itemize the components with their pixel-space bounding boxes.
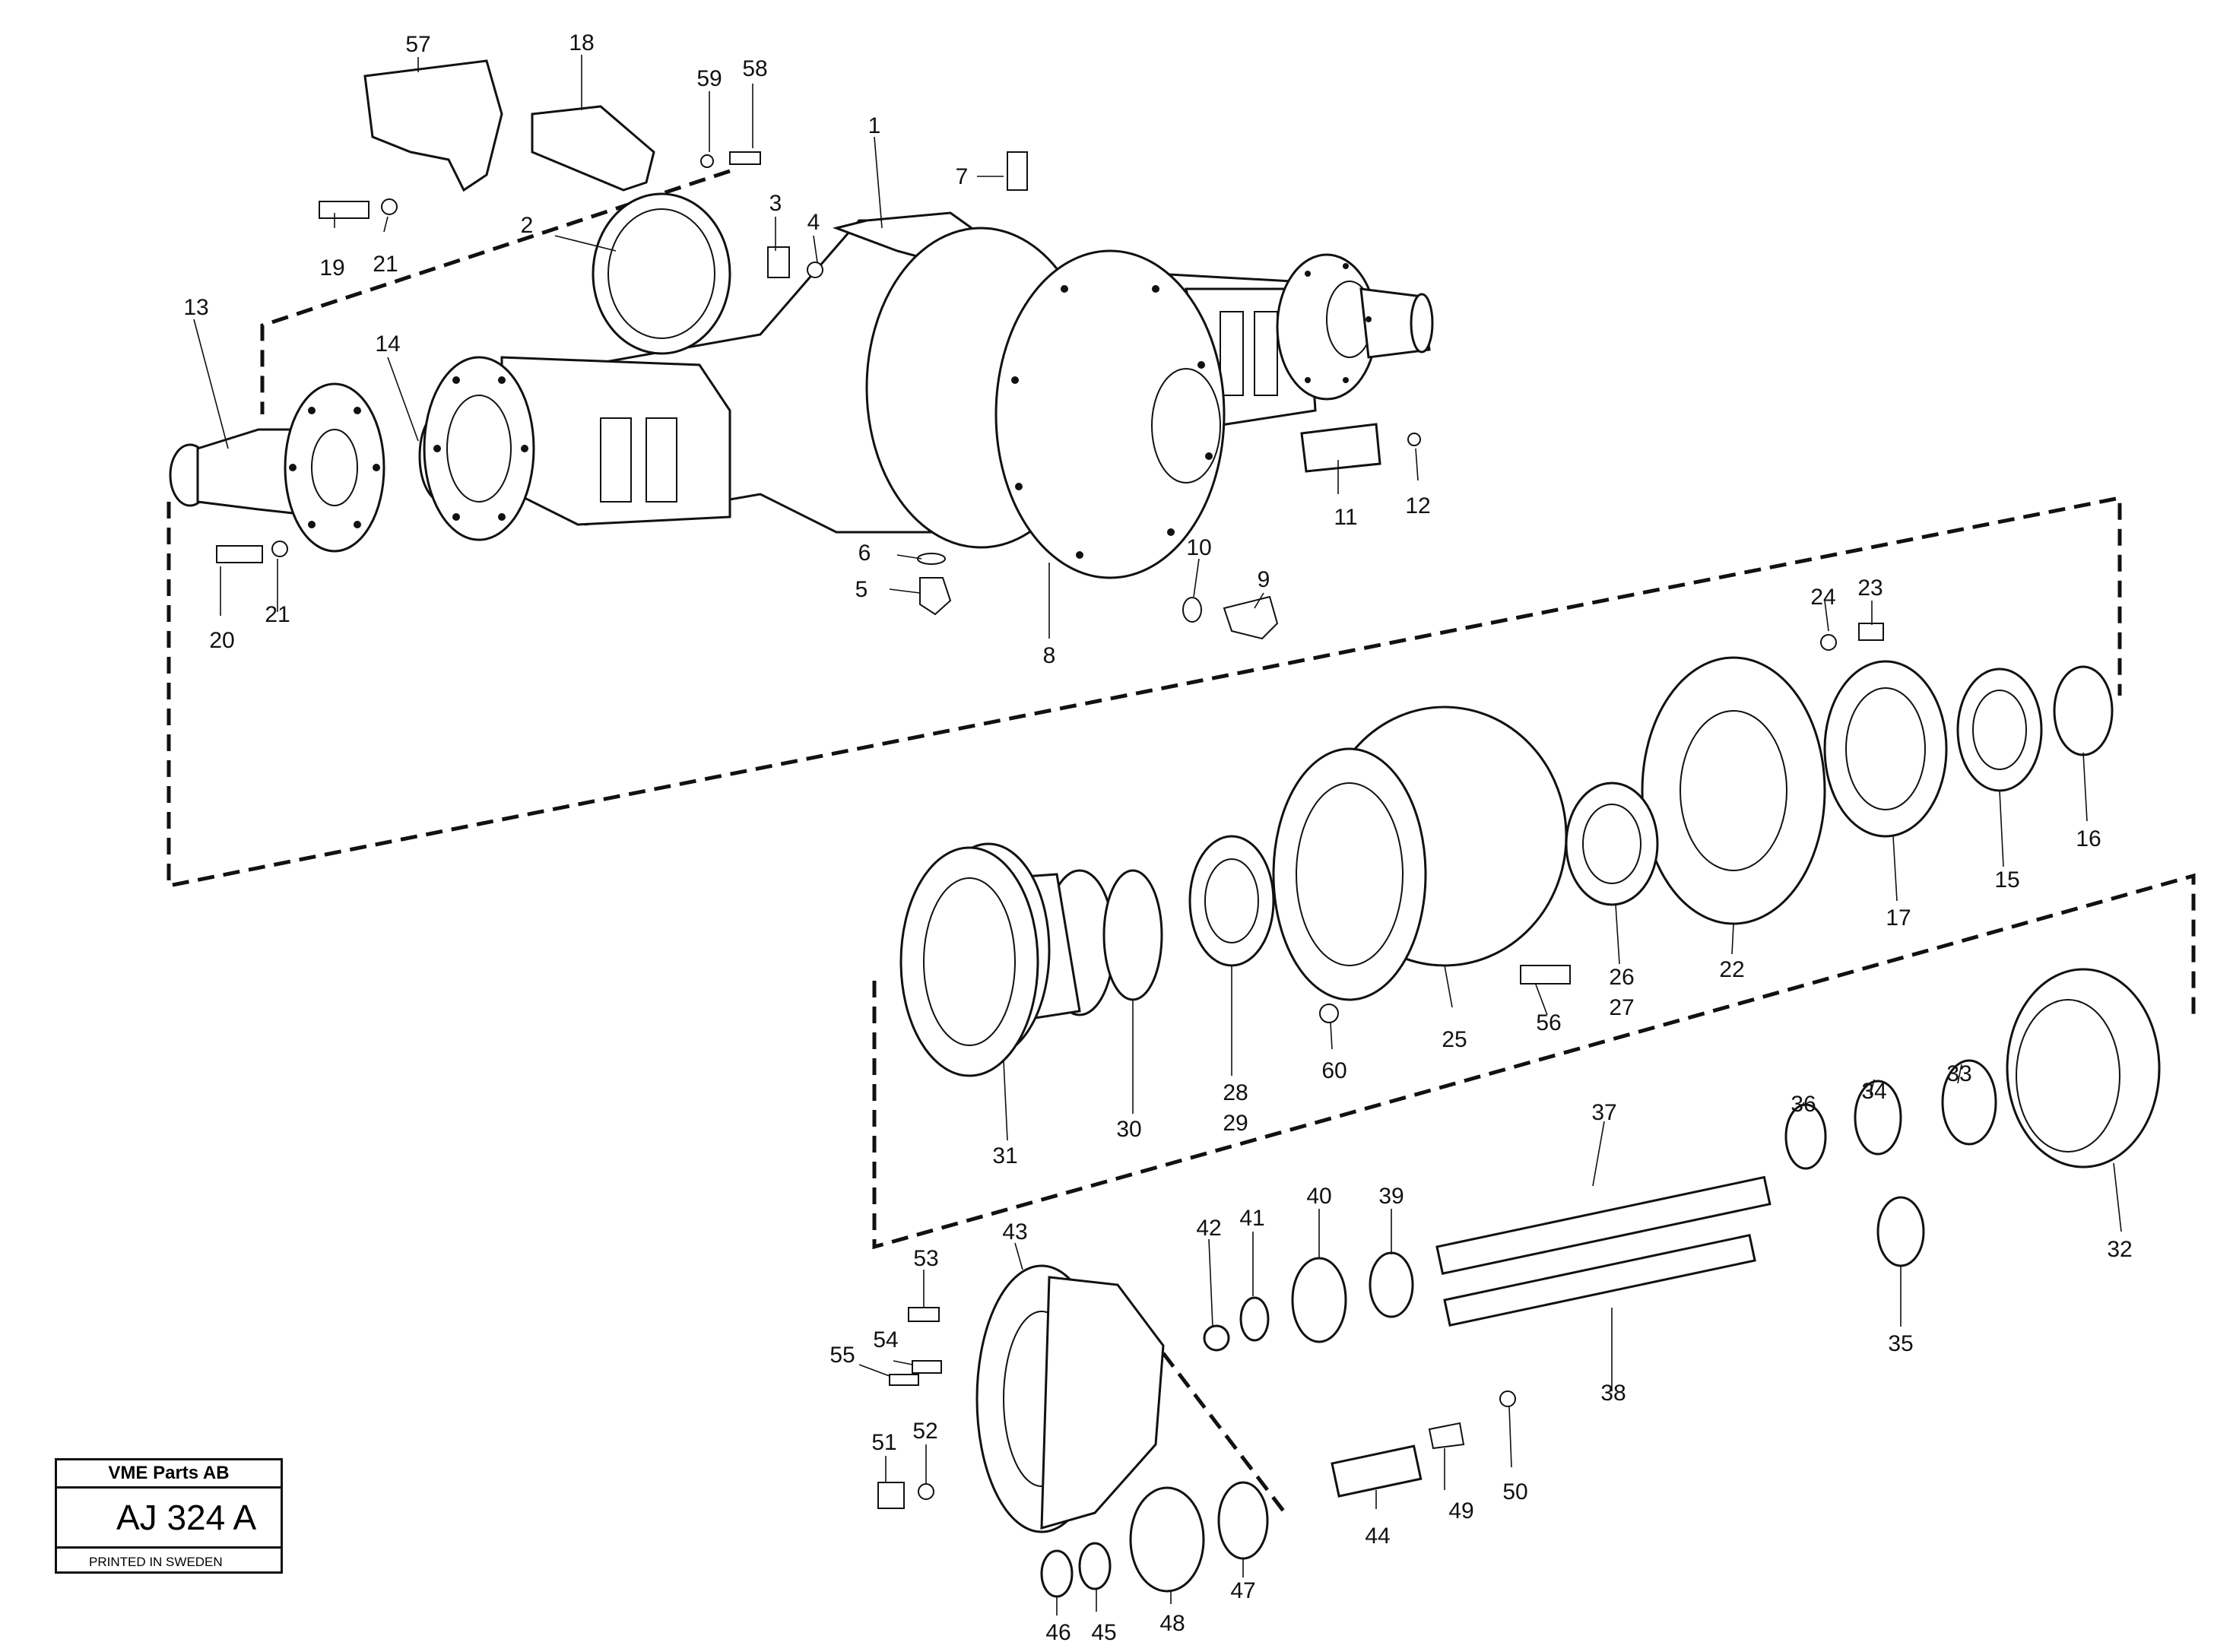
part-label: 15: [1994, 867, 2019, 893]
part-label: 4: [807, 210, 820, 235]
title-block: VME Parts AB AJ 324 A PRINTED IN SWEDEN: [55, 1458, 283, 1574]
part-label: 24: [1810, 585, 1835, 610]
part-label: 31: [992, 1143, 1017, 1168]
small-top-parts: [216, 59, 1884, 651]
part-label: 48: [1159, 1611, 1185, 1636]
company-name: VME Parts AB: [57, 1460, 281, 1489]
part-label: 32: [2107, 1237, 2132, 1262]
part-label: 39: [1378, 1184, 1404, 1209]
part-label: 30: [1116, 1117, 1141, 1142]
part-label: 60: [1321, 1058, 1346, 1083]
part-label: 28: [1223, 1080, 1248, 1105]
printed-note: PRINTED IN SWEDEN: [89, 1555, 223, 1569]
part-labels: 57 18 59 58 1 7 2 3 4 19 21 13 14 11 12 …: [183, 30, 2132, 1645]
part-label: 8: [1043, 643, 1056, 668]
part-label: 55: [829, 1343, 855, 1368]
hub-assembly: [915, 656, 2161, 1267]
part-label: 25: [1442, 1027, 1467, 1052]
part-label: 16: [2076, 826, 2101, 851]
part-label: 59: [696, 66, 722, 91]
part-label: 14: [375, 331, 400, 357]
part-label: 47: [1230, 1578, 1255, 1603]
part-label: 12: [1405, 493, 1430, 518]
part-label: 38: [1600, 1381, 1626, 1406]
part-label: 11: [1334, 505, 1357, 530]
sun-gear-31: [899, 846, 1039, 1077]
part-label: 10: [1186, 535, 1211, 560]
part-label: 56: [1536, 1010, 1561, 1035]
part-label: 5: [855, 577, 868, 602]
assembly-guide-lines: [167, 169, 2196, 1514]
part-label: 21: [373, 252, 398, 277]
part-label: 22: [1719, 957, 1744, 982]
part-label: 2: [521, 213, 534, 238]
part-label: 54: [873, 1327, 898, 1352]
part-label: 1: [868, 113, 881, 138]
part-label: 58: [742, 56, 767, 81]
part-label: 42: [1196, 1216, 1221, 1241]
part-label: 37: [1591, 1100, 1616, 1125]
part-label: 13: [183, 295, 208, 320]
part-label: 29: [1223, 1111, 1248, 1136]
part-label: 52: [912, 1419, 937, 1444]
part-label: 50: [1502, 1479, 1527, 1505]
part-label: 21: [265, 602, 290, 627]
part-label: 3: [769, 191, 782, 216]
part-label: 20: [209, 628, 234, 653]
part-label: 19: [319, 255, 344, 281]
part-label: 46: [1045, 1620, 1071, 1645]
part-label: 51: [871, 1430, 896, 1455]
part-label: 26: [1609, 965, 1634, 990]
part-label: 41: [1239, 1206, 1264, 1231]
part-label: 45: [1091, 1620, 1116, 1645]
part-label: 6: [858, 541, 871, 566]
part-label: 17: [1886, 905, 1911, 931]
part-label: 35: [1888, 1331, 1913, 1356]
part-label: 57: [405, 32, 430, 57]
part-label: 36: [1791, 1092, 1816, 1117]
part-label: 33: [1946, 1061, 1971, 1086]
part-label: 34: [1861, 1079, 1886, 1104]
drawing-number: AJ 324 A: [57, 1489, 281, 1549]
part-label: 49: [1448, 1498, 1473, 1524]
axle-housing: [169, 192, 1434, 579]
part-label: 9: [1258, 567, 1270, 592]
part-label: 7: [956, 164, 969, 189]
part-label: 53: [913, 1246, 938, 1271]
part-label: 27: [1609, 995, 1634, 1020]
part-label: 44: [1365, 1524, 1390, 1549]
leader-lines: [193, 55, 2122, 1616]
part-label: 40: [1306, 1184, 1331, 1209]
part-label: 43: [1002, 1219, 1027, 1245]
part-label: 18: [569, 30, 594, 55]
part-label: 23: [1857, 576, 1883, 601]
